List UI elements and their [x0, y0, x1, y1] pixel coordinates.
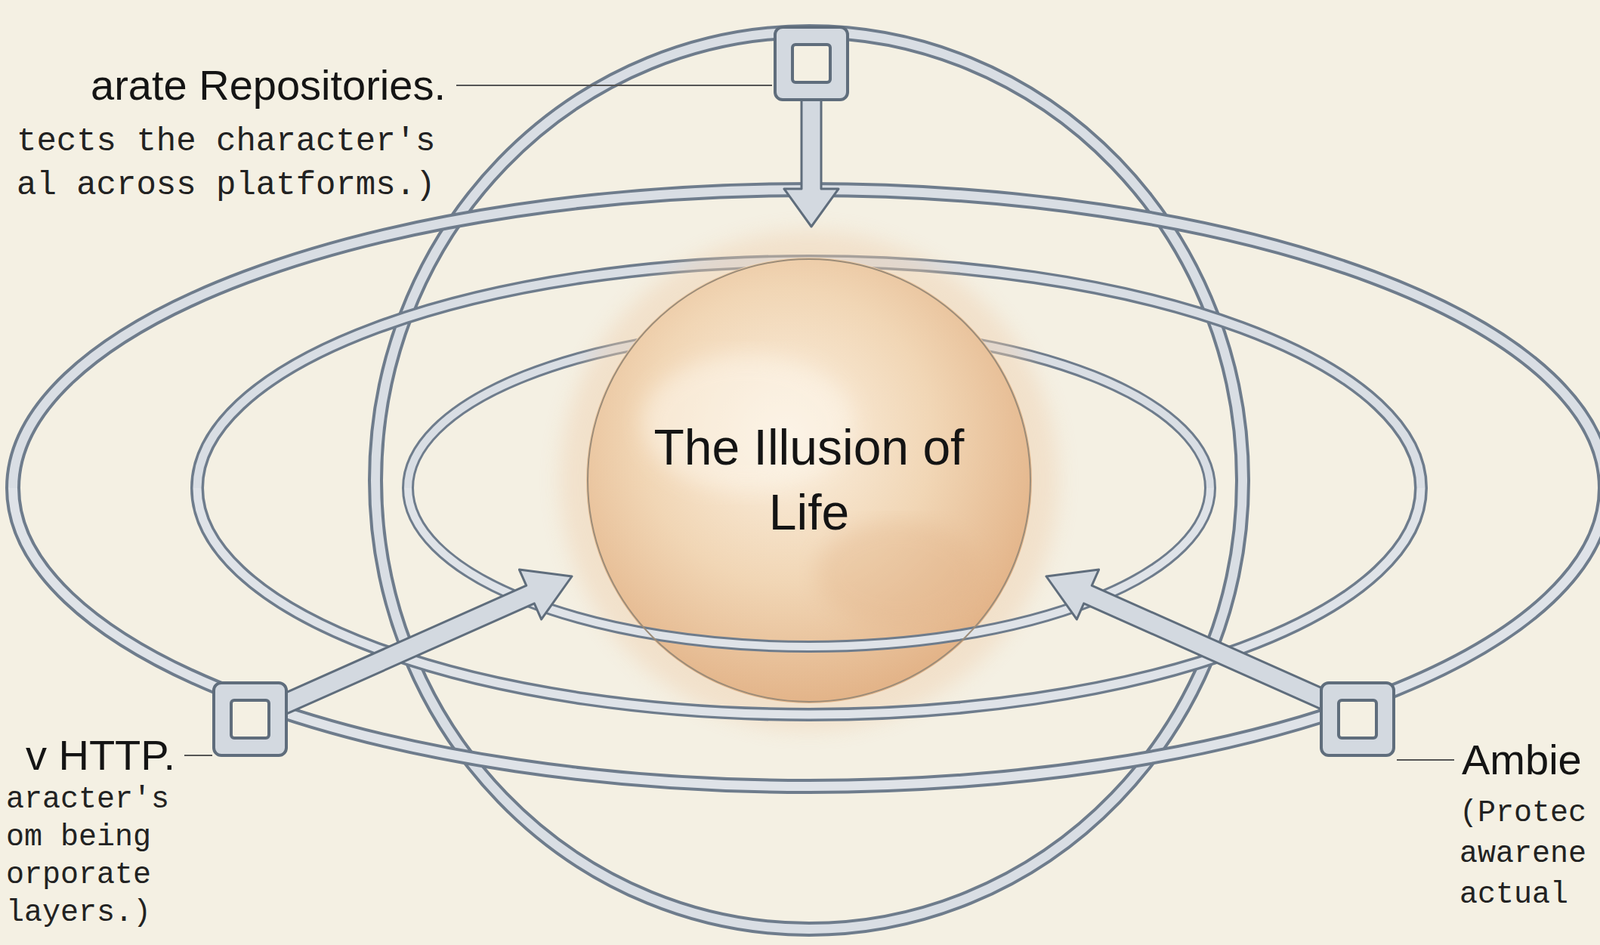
node-title: The Illusion of Life: [642, 415, 976, 546]
sphere-node: The Illusion of Life: [586, 257, 1032, 704]
callout-heading: arate Repositories.: [90, 61, 446, 110]
sphere-outline: [586, 257, 1032, 704]
callout-note: (Protec awarene actual: [1459, 793, 1596, 916]
callout-heading: Ambie: [1461, 735, 1582, 785]
vertical-ring: [375, 31, 1243, 930]
sphere: [559, 231, 1059, 730]
node-content: The Illusion of Life: [586, 257, 1032, 704]
callout-heading: v HTTP.: [25, 731, 176, 780]
arrow: [277, 98, 1342, 715]
callout-note: aracter's om being orporate layers.): [6, 781, 179, 933]
callout-note: tects the character's al across platform…: [16, 119, 446, 207]
sphere-border: [587, 259, 1031, 702]
